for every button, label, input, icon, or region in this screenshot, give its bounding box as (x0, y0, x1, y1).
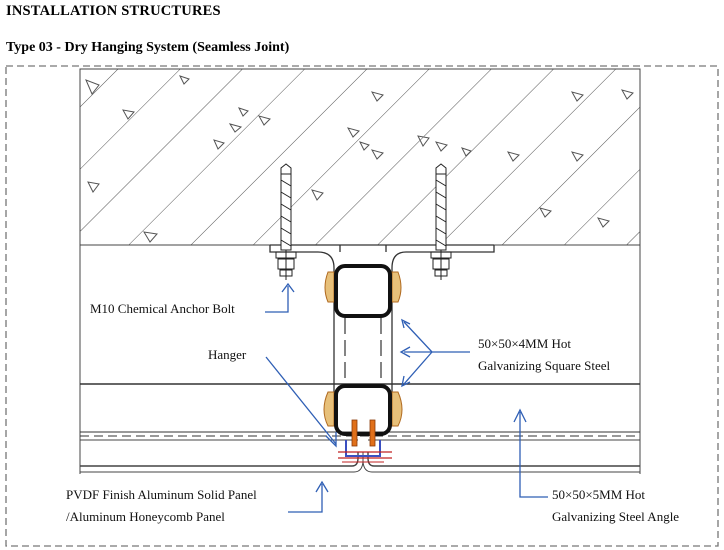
square-steel-label-line2: Galvanizing Square Steel (478, 358, 611, 373)
panel-label-line2: /Aluminum Honeycomb Panel (66, 509, 225, 524)
drawing-border (5, 65, 719, 547)
weld-beads (323, 271, 403, 427)
square-steel-label-line1: 50×50×4MM Hot (478, 336, 571, 351)
hanger-base-plate (269, 244, 495, 400)
angle-label-line2: Galvanizing Steel Angle (552, 509, 679, 524)
steel-angle-runner (80, 383, 640, 437)
anchor-bolt-label: M10 Chemical Anchor Bolt (90, 301, 235, 316)
aggregate-marks (85, 75, 634, 243)
hanger-label: Hanger (208, 347, 247, 362)
panel-label-line1: PVDF Finish Aluminum Solid Panel (66, 487, 257, 502)
page-title: INSTALLATION STRUCTURES (6, 3, 221, 19)
chemical-anchor-bolt (275, 163, 452, 280)
hanger-centerlines (344, 318, 382, 384)
panel-fixing-clip (338, 419, 392, 463)
angle-label-line1: 50×50×5MM Hot (552, 487, 645, 502)
concrete-slab (79, 68, 641, 246)
leader-lines (265, 282, 548, 513)
square-steel-tube (334, 264, 392, 436)
drawing-subtitle: Type 03 - Dry Hanging System (Seamless J… (6, 40, 290, 55)
